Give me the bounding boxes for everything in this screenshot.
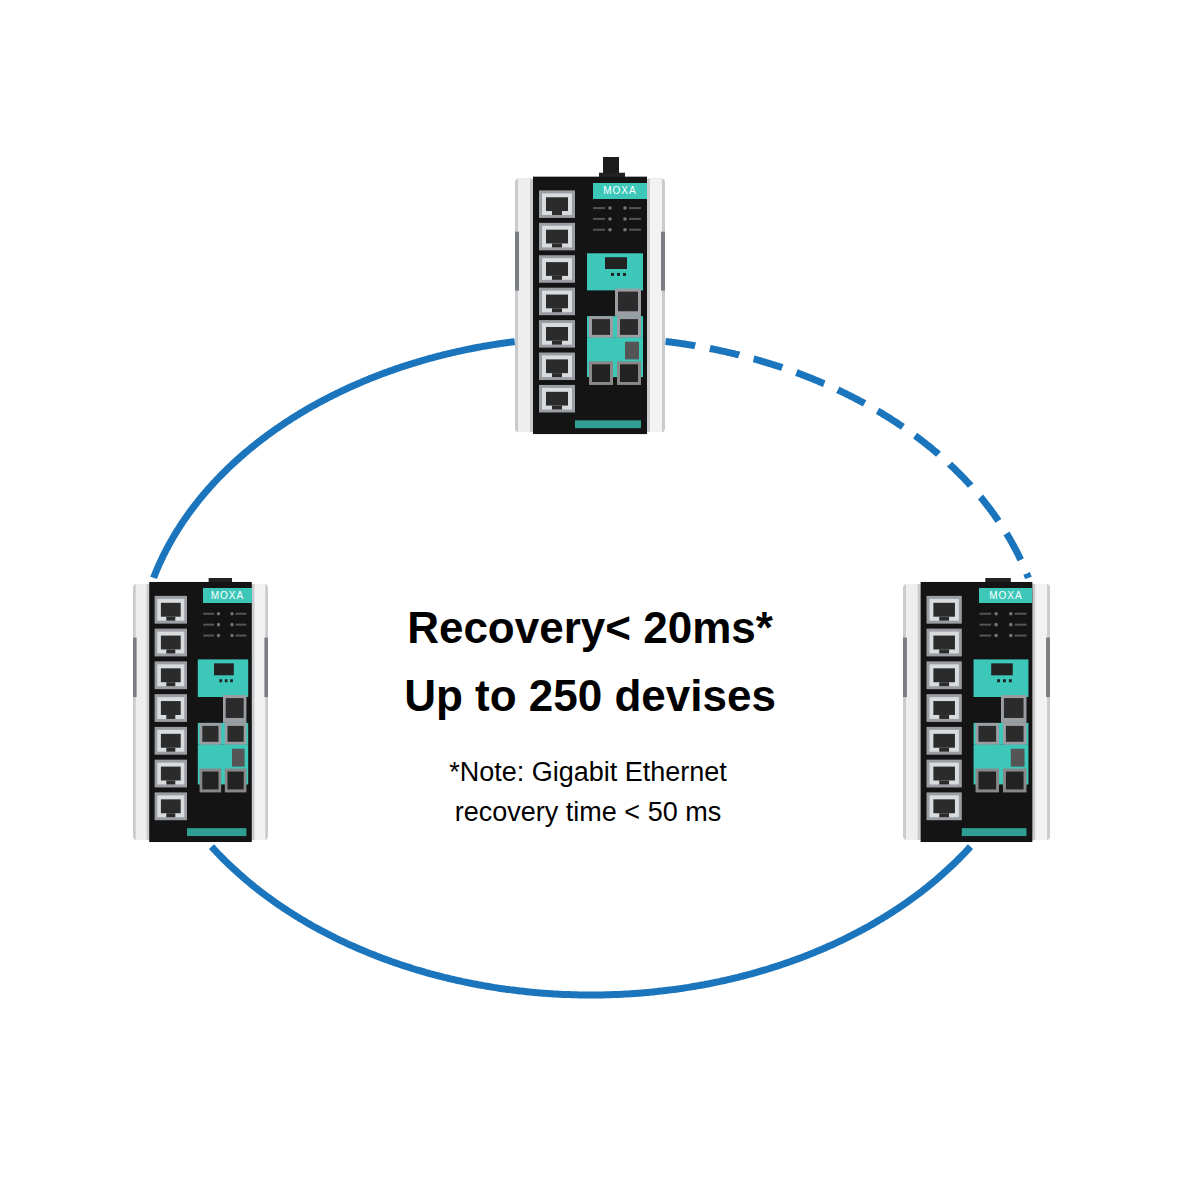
- switch-body: [515, 157, 665, 438]
- headline-text: Recovery< 20ms*: [340, 602, 840, 654]
- switch-body: [133, 578, 268, 846]
- headline-text: Up to 250 devises: [340, 670, 840, 722]
- brand-logo: MOXA: [979, 588, 1032, 603]
- ring-link: [212, 847, 971, 995]
- switch-body: [903, 578, 1050, 846]
- ethernet-switch: MOXA: [133, 578, 268, 846]
- ethernet-switch: MOXA: [515, 157, 665, 438]
- ethernet-switch: MOXA: [903, 578, 1050, 846]
- backup-link: [666, 342, 1029, 578]
- footnote-text: *Note: Gigabit Ethernet recovery time < …: [398, 752, 778, 832]
- brand-logo: MOXA: [203, 588, 252, 603]
- brand-logo: MOXA: [593, 183, 647, 199]
- ring-link: [154, 342, 515, 578]
